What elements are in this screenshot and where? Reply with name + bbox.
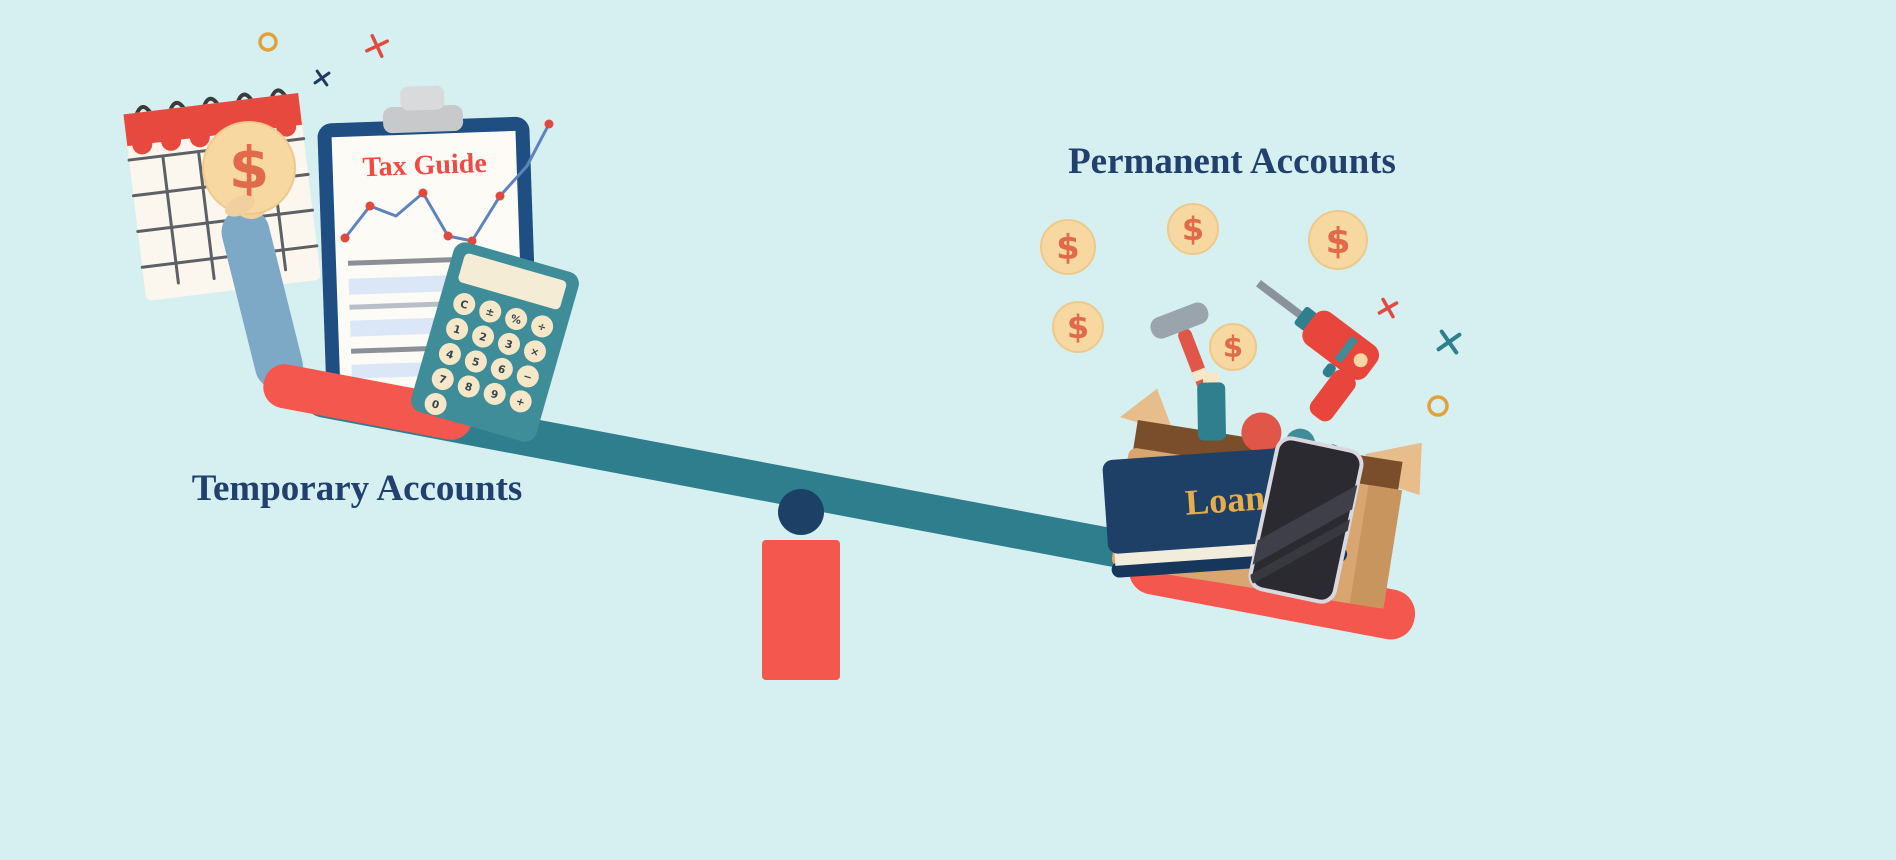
calc-key [464,350,487,373]
coin-icon [1167,203,1219,255]
calc-key [498,332,521,355]
calc-key-label: 0 [430,398,440,412]
coin-dollar-symbol: $ [229,134,269,202]
calc-key-label: 9 [489,388,499,402]
coin-icon [1052,301,1104,353]
sparkle-cross-icon [364,33,390,59]
seesaw-stand [762,540,840,680]
coin-icon [1308,210,1368,270]
calc-key [472,325,495,348]
calculator-keypad: C ± % ÷ 1 2 3 × 4 5 6 − 7 8 9 + 0 [424,293,554,416]
right-heading: Permanent Accounts [1068,141,1396,182]
calc-key [509,390,532,413]
calc-key [438,343,461,366]
calc-key [424,393,447,416]
book-title: Loan [1184,477,1267,522]
hand-with-coin-illustration: $ [202,121,303,390]
calc-key-label: × [529,345,541,359]
calc-key-label: 2 [478,331,488,345]
sparkle-pinwheel-icon [1436,329,1462,355]
coin-dollar-symbol: $ [1223,330,1243,364]
arm-sleeve [221,208,303,390]
clipboard-clip-knob [400,85,445,111]
sparkle-cross-icon [313,69,331,87]
calc-key-label: 5 [470,356,480,370]
calc-key [523,340,546,363]
coin-dollar-symbol: $ [1056,228,1080,268]
calc-key [457,375,480,398]
smartphone-illustration [1247,436,1364,604]
left-side-group: $ Tax Guide [123,85,579,442]
tool-blob [1241,412,1282,453]
calc-key-label: 3 [504,338,514,352]
calculator-illustration: C ± % ÷ 1 2 3 × 4 5 6 − 7 8 9 + 0 [411,242,579,442]
thumb [225,195,255,217]
decorations [258,32,1462,417]
drill-icon [1256,280,1380,422]
calc-key-label: C [459,298,470,312]
calc-key [531,315,554,338]
calc-key-label: 8 [463,381,473,395]
left-heading: Temporary Accounts [192,468,523,509]
sparkle-ring-icon [258,32,278,52]
coin-dollar-symbol: $ [1067,308,1089,346]
calc-key [516,365,539,388]
calc-key [483,382,506,405]
calc-key [505,307,528,330]
calc-key [479,300,502,323]
calc-key-label: ± [484,305,496,319]
sparkle-ring-icon [1427,395,1449,417]
phone-screen-sheen [1247,484,1358,587]
right-side-group: $ $ $ $ $ [1040,203,1422,640]
clipboard-clip [382,105,464,134]
left-platform [263,364,473,440]
calc-key [446,318,469,341]
calc-key-label: 7 [437,373,447,387]
calc-key [490,357,513,380]
calc-key-label: 1 [452,323,462,337]
coin-icon [1209,323,1257,371]
calc-key-label: 4 [444,348,454,362]
line-chart-illustration [340,119,554,246]
calc-key-label: 6 [496,363,506,377]
floating-coins: $ $ $ $ $ [1040,203,1368,371]
calc-key [453,293,476,316]
seesaw-pivot [778,489,824,535]
coin-dollar-symbol: $ [1325,221,1350,262]
clipboard-title: Tax Guide [362,148,487,183]
toolbox-side-shade [1349,484,1403,609]
calc-key-label: + [514,395,526,409]
coin-dollar-symbol: $ [1182,210,1204,248]
toolbox-flap [1120,388,1175,434]
calc-key [431,368,454,391]
calculator-display [458,253,567,310]
sparkle-cross-icon [1377,297,1399,319]
calc-key-label: − [522,370,534,384]
calc-key-label: ÷ [536,320,548,334]
calc-key-label: % [509,313,523,328]
coin-icon [202,121,296,215]
coin-icon [1040,219,1096,275]
tool-bottle-icon [1197,372,1226,441]
